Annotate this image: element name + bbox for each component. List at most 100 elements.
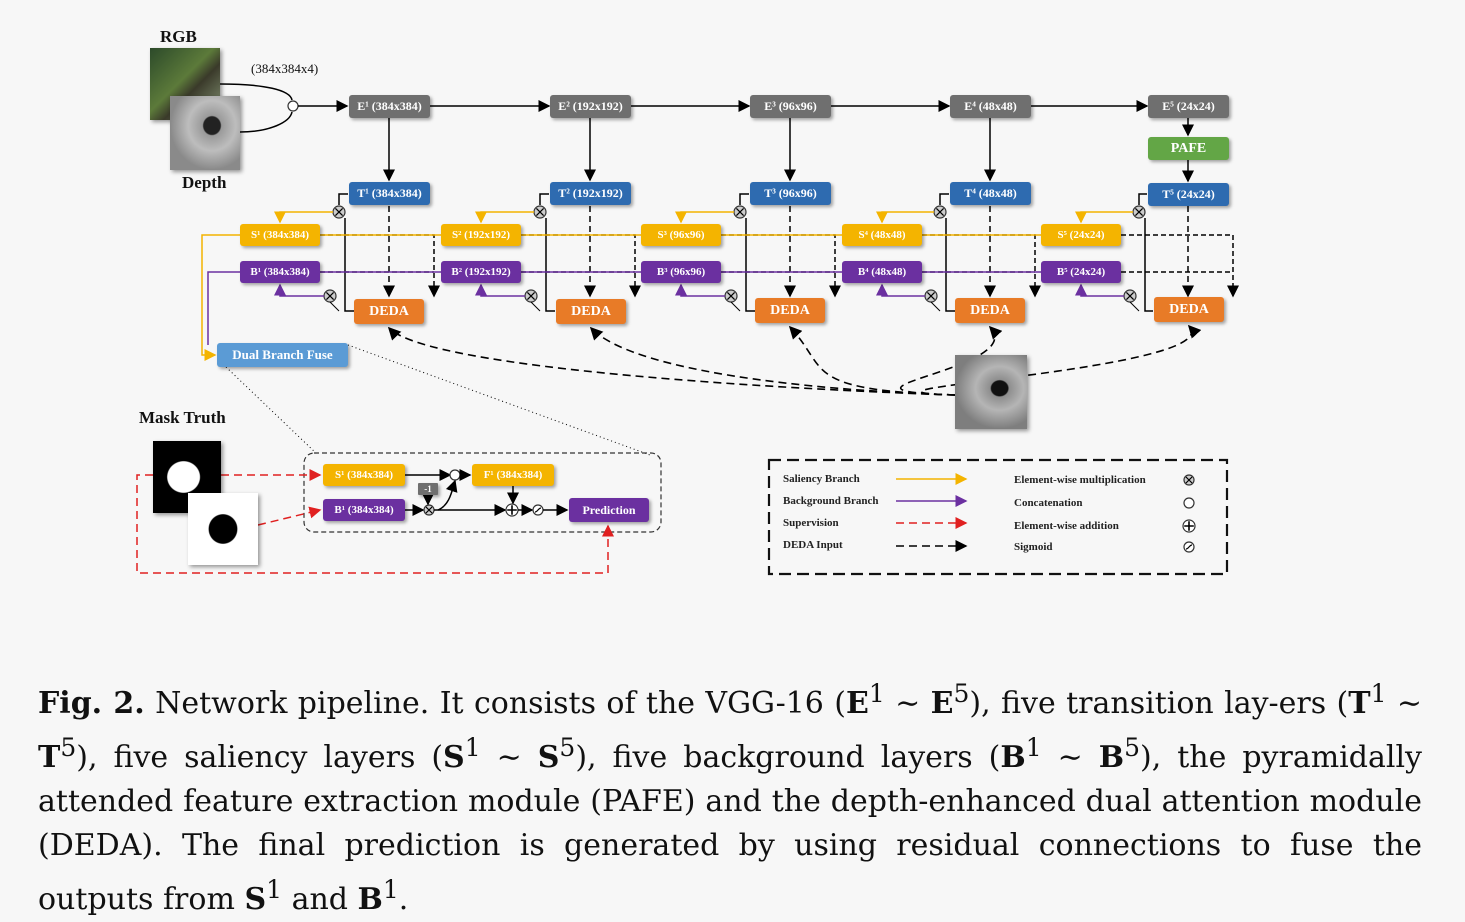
saliency-s5: S⁵ (24x24) — [1041, 224, 1121, 246]
saliency-to-deda-2 — [521, 234, 641, 298]
transition-t5: T⁵ (24x24) — [1148, 183, 1229, 206]
deda-to-mulb-4 — [930, 301, 941, 312]
transition-t4: T⁴ (48x48) — [950, 182, 1031, 205]
background-to-fuse — [207, 271, 240, 345]
mul-to-background-2 — [475, 283, 525, 297]
transition-to-mul-1 — [338, 193, 348, 205]
deda-4: DEDA — [955, 298, 1025, 323]
depth-label: Depth — [182, 173, 227, 192]
inset-frame — [303, 452, 662, 533]
caption-text-3: ), five saliency layers ( — [76, 740, 444, 775]
zoom-line-right — [347, 344, 651, 456]
saliency-to-fuse — [201, 234, 240, 361]
deda-to-mul-4 — [945, 218, 955, 312]
mul-to-saliency-2 — [475, 211, 534, 224]
caption-b5: B — [1098, 740, 1125, 775]
multiply-icon-s2-cross — [535, 207, 545, 217]
deda-to-mulb-2 — [530, 301, 541, 312]
saliency-to-deda-1 — [320, 234, 440, 298]
caption-text-5: ), the pyramidally attended feature extr… — [38, 740, 1422, 917]
legend-addition: Element-wise addition — [1014, 520, 1119, 532]
mul-to-saliency-1 — [274, 211, 333, 224]
caption-text-1: Network pipeline. It consists of the VGG… — [144, 686, 846, 721]
transition-t2: T² (192x192) — [550, 182, 631, 205]
transition-to-mul-2 — [539, 193, 549, 205]
caption-end: . — [398, 882, 409, 917]
inset-concat-icon — [449, 469, 461, 481]
deda-to-mulb-3 — [730, 301, 741, 312]
caption-text-2: ), five transition lay-ers ( — [969, 686, 1349, 721]
legend-sigmoid-icon-curve — [1185, 544, 1193, 550]
caption-t5: T — [38, 740, 61, 775]
depth-to-deda-3 — [788, 325, 956, 396]
depth-to-concat — [239, 111, 293, 133]
inset-prediction: Prediction — [569, 498, 649, 522]
caption-tilde-t: ∼ — [1386, 686, 1422, 721]
figure-caption: Fig. 2. Network pipeline. It consists of… — [38, 672, 1422, 922]
caption-e5: E — [930, 686, 954, 721]
dual-branch-fuse: Dual Branch Fuse — [217, 343, 348, 367]
caption-s-final: S — [244, 882, 267, 917]
background-b1: B¹ (384x384) — [240, 261, 320, 283]
multiply-icon-b2-cross — [526, 291, 536, 301]
caption-tilde-s: ∼ — [480, 740, 538, 775]
rgb-label: RGB — [160, 27, 197, 46]
mul-to-saliency-5 — [1075, 211, 1133, 224]
mul-to-background-4 — [876, 283, 925, 297]
deda-to-mul-1 — [344, 218, 354, 312]
legend-multiplication: Element-wise multiplication — [1014, 474, 1146, 486]
mul-to-saliency-4 — [876, 211, 934, 224]
saliency-s1: S¹ (384x384) — [240, 224, 320, 246]
zoom-line-left — [225, 366, 319, 456]
caption-sup-5: 5 — [953, 679, 970, 708]
inset-neg-one: -1 — [418, 483, 438, 495]
multiply-icon-s1-cross — [334, 207, 344, 217]
deda-to-mul-3 — [745, 218, 755, 312]
caption-s-sup-5: 5 — [559, 733, 576, 762]
caption-t1: T — [1348, 686, 1371, 721]
saliency-to-deda-4 — [922, 234, 1041, 298]
background-b4: B⁴ (48x48) — [842, 261, 922, 283]
depth-to-deda-1 — [387, 326, 956, 396]
saliency-s2: S² (192x192) — [441, 224, 521, 246]
transition-t1: T¹ (384x384) — [349, 182, 430, 205]
depth-image — [170, 96, 240, 170]
caption-sfin-sup: 1 — [266, 875, 283, 904]
caption-s5: S — [537, 740, 560, 775]
legend-supervision: Supervision — [783, 517, 839, 529]
multiply-icon-b4-cross — [926, 291, 936, 301]
deda-to-mulb-1 — [329, 301, 340, 312]
deda-5: DEDA — [1154, 297, 1224, 322]
deda-to-mul-2 — [545, 218, 555, 312]
supervision-to-prediction — [136, 474, 614, 574]
background-b2: B² (192x192) — [441, 261, 521, 283]
saliency-s4: S⁴ (48x48) — [842, 224, 922, 246]
legend-background-branch: Background Branch — [783, 495, 879, 507]
legend-concatenation: Concatenation — [1014, 497, 1083, 509]
inset-f1: F¹ (384x384) — [472, 464, 554, 486]
deda-to-mul-5 — [1144, 218, 1153, 312]
deda-2: DEDA — [556, 299, 626, 324]
legend-frame — [767, 458, 1229, 576]
caption-s1: S — [443, 740, 465, 775]
caption-text-4: ), five background layers ( — [575, 740, 1001, 775]
depth-to-deda-4 — [900, 325, 1003, 396]
caption-s-sup-1: 1 — [464, 733, 481, 762]
mul-to-background-1 — [274, 283, 324, 297]
caption-b-final: B — [357, 882, 383, 917]
mask-truth-image-inverted — [188, 493, 258, 565]
deda-to-mulb-5 — [1129, 301, 1140, 312]
mul-to-background-3 — [675, 283, 725, 297]
inset-sigmoid-icon-curve — [534, 507, 542, 513]
legend-sigmoid: Sigmoid — [1014, 541, 1053, 553]
transition-to-mul-5 — [1138, 193, 1147, 205]
deda-1: DEDA — [354, 299, 424, 324]
caption-tilde-e: ∼ — [884, 686, 931, 721]
caption-tilde-b: ∼ — [1041, 740, 1099, 775]
transition-to-mul-3 — [739, 193, 749, 205]
inset-mul-to-concat — [437, 479, 458, 511]
saliency-to-deda-5 — [1121, 234, 1239, 298]
caption-sup-1: 1 — [868, 679, 885, 708]
legend-multiply-icon-cross — [1185, 476, 1193, 484]
encoder-e3: E³ (96x96) — [750, 95, 831, 118]
